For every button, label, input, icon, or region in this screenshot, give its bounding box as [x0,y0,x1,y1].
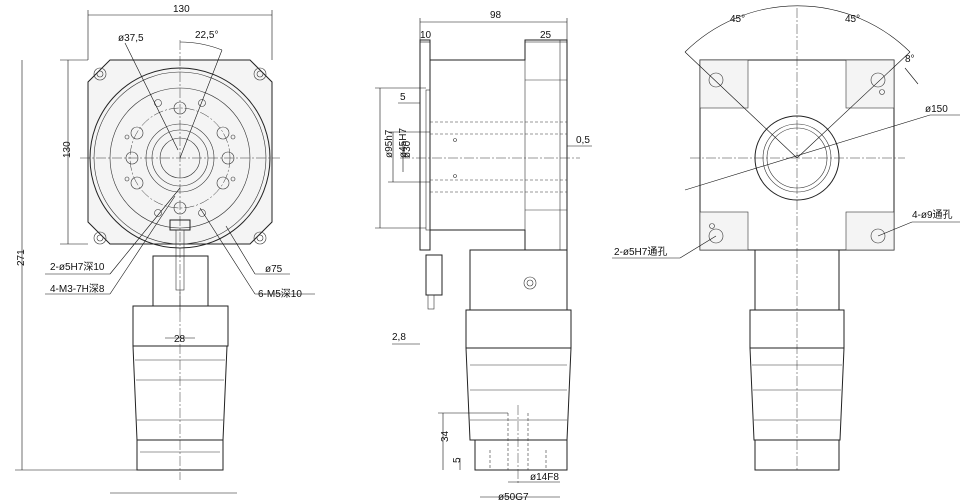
dim-bore-30: ø30 [402,140,413,158]
dim-motor-34: 34 [440,430,451,442]
dim-angle-small: 22,5° [195,30,218,41]
dim-gap-05: 0,5 [576,135,590,146]
dim-pilot-95: ø95h7 [384,129,395,158]
dim-pcd-holes: ø37,5 [118,33,144,44]
note-pin-holes: 2-ø5H7深10 [50,261,105,273]
note-rear-pin: 2-ø5H7通孔 [614,246,667,258]
dim-width-28: 28 [174,334,186,345]
dim-motor-5: 5 [452,457,463,463]
dim-angle-45-left: 45° [730,14,745,25]
dim-side-5: 5 [400,92,406,103]
note-tapped-pcd: 6-M5深10 [258,288,302,300]
dim-side-step: 25 [540,30,552,41]
dim-front-height: 130 [62,141,73,158]
dim-gap-28: 2,8 [392,332,406,343]
dim-overall-length: 271 [16,249,27,266]
dim-shaft-14: ø14F8 [530,472,559,483]
dim-angle-8: 8° [905,54,915,65]
side-view [400,39,580,485]
dim-pcd-75: ø75 [265,264,283,275]
side-dimensions [375,18,592,498]
rear-view [612,5,960,471]
dim-side-flange: 10 [420,30,432,41]
dim-pcd-150: ø150 [925,104,948,115]
note-tapped-small: 4-M3-7H深8 [50,283,105,295]
dim-angle-45-right: 45° [845,14,860,25]
dim-bore-45: ø45H7 [398,128,409,158]
front-dimensions [15,10,273,494]
note-mount-holes: 4-ø9通孔 [912,209,953,221]
front-view [45,40,315,480]
dim-side-length: 98 [490,10,502,21]
dim-shaft-50: ø50G7 [498,492,529,503]
dim-front-width: 130 [173,4,190,15]
